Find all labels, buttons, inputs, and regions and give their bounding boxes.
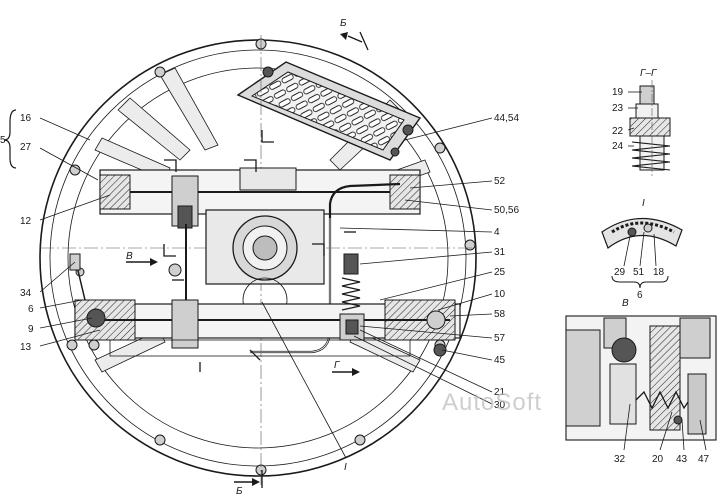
label-arrow-G: Г <box>334 360 341 371</box>
label-section-b-bottom: Б <box>236 486 243 497</box>
label-19: 19 <box>612 87 624 98</box>
brace-5 <box>3 109 17 169</box>
label-10: 10 <box>494 289 506 300</box>
detail-I: I 29 51 18 6 <box>601 198 683 301</box>
label-44-54: 44,54 <box>494 113 519 124</box>
label-45: 45 <box>494 355 506 366</box>
label-25: 25 <box>494 267 506 278</box>
label-23: 23 <box>612 103 624 114</box>
label-18: 18 <box>653 267 665 278</box>
section-g-g-title: Г–Г <box>640 68 658 79</box>
label-16: 16 <box>20 113 32 124</box>
section-g-g: Г–Г 19 23 22 24 <box>612 68 671 176</box>
leader-lines <box>39 117 493 459</box>
lower-shaft <box>74 299 461 357</box>
view-arrows <box>126 32 363 486</box>
label-30: 30 <box>494 400 506 411</box>
label-58: 58 <box>494 309 506 320</box>
return-spring <box>339 253 365 341</box>
watermark: AutoSoft <box>442 389 542 416</box>
upper-shaft <box>99 167 421 229</box>
label-21: 21 <box>494 387 506 398</box>
label-29: 29 <box>614 267 626 278</box>
label-51: 51 <box>633 267 645 278</box>
main-view: 16 5 27 12 34 6 9 13 44,54 52 50,56 4 31… <box>0 18 519 497</box>
label-6b: 6 <box>637 290 643 301</box>
label-50-56: 50,56 <box>494 205 519 216</box>
label-43: 43 <box>676 454 688 465</box>
label-13: 13 <box>20 342 32 353</box>
label-24: 24 <box>612 141 624 152</box>
label-27: 27 <box>20 142 32 153</box>
label-roman-I: I <box>344 462 347 473</box>
label-5: 5 <box>0 135 6 146</box>
label-52: 52 <box>494 176 506 187</box>
detail-I-title: I <box>642 198 645 209</box>
label-4: 4 <box>494 227 500 238</box>
release-bearing <box>205 209 325 323</box>
label-32: 32 <box>614 454 626 465</box>
label-31: 31 <box>494 247 506 258</box>
label-6: 6 <box>28 304 34 315</box>
section-marks <box>163 31 369 488</box>
flywheel-ring <box>67 67 449 449</box>
label-47: 47 <box>698 454 710 465</box>
label-22: 22 <box>612 126 624 137</box>
rim-bolts <box>66 38 476 476</box>
label-57: 57 <box>494 333 506 344</box>
label-20: 20 <box>652 454 664 465</box>
label-12: 12 <box>20 216 32 227</box>
label-section-b-top: Б <box>340 18 347 29</box>
view-V: В 32 20 43 47 <box>565 298 717 465</box>
label-arrow-B: В <box>126 251 133 262</box>
inspection-cover <box>236 61 422 161</box>
label-9: 9 <box>28 324 34 335</box>
label-34: 34 <box>20 288 32 299</box>
view-V-title: В <box>622 298 629 309</box>
